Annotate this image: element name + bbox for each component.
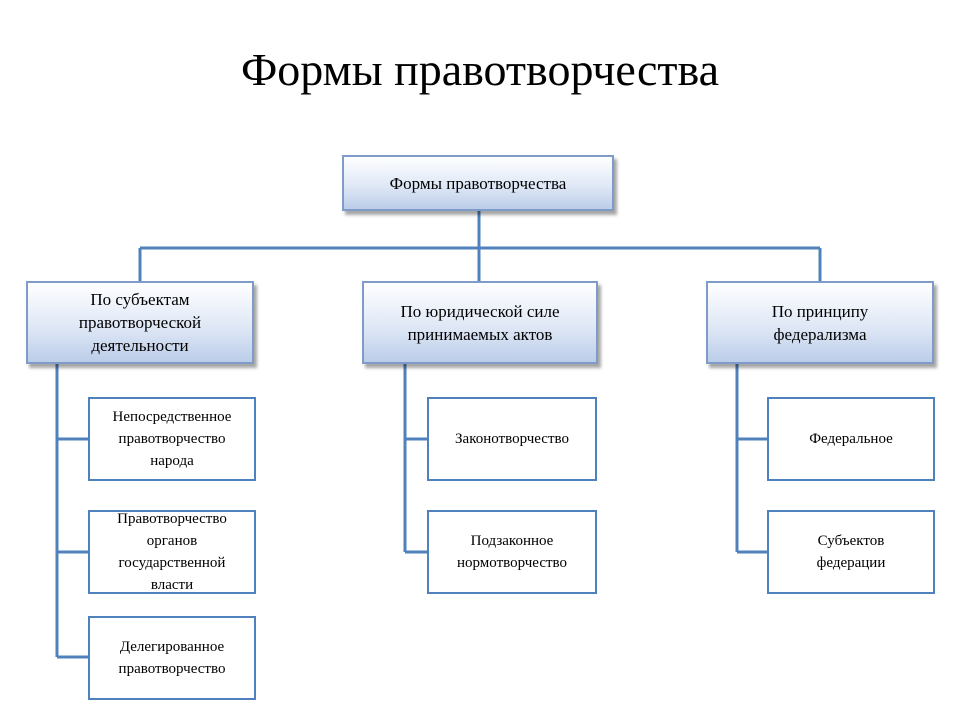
branch-node-federalism: По принципу федерализма (706, 281, 934, 364)
branch-node-subjects: По субъектам правотворческой деятельност… (26, 281, 254, 364)
leaf-node-direct-lawmaking: Непосредственное правотворчество народа (88, 397, 256, 481)
leaf-node-state-bodies: Правотворчество органов государственной … (88, 510, 256, 594)
leaf-node-legislation: Законотворчество (427, 397, 597, 481)
leaf-label: Подзаконное нормотворчество (456, 533, 568, 571)
branch-label: По юридической силе принимаемых актов (400, 301, 560, 344)
leaf-label: Субъектов федерации (816, 533, 886, 571)
slide-title: Формы правотворчества (240, 44, 720, 95)
leaf-node-federation-subjects: Субъектов федерации (767, 510, 935, 594)
branch-label: По субъектам правотворческой деятельност… (78, 290, 202, 355)
leaf-node-bylaw: Подзаконное нормотворчество (427, 510, 597, 594)
branch-node-legal-force: По юридической силе принимаемых актов (362, 281, 598, 364)
leaf-label: Непосредственное правотворчество народа (112, 409, 232, 469)
leaf-node-federal: Федеральное (767, 397, 935, 481)
leaf-label: Законотворчество (455, 431, 569, 447)
leaf-label: Делегированное правотворчество (118, 639, 226, 677)
leaf-node-delegated: Делегированное правотворчество (88, 616, 256, 700)
leaf-label: Правотворчество органов государственной … (117, 511, 227, 593)
root-node: Формы правотворчества (342, 155, 614, 211)
branch-label: По принципу федерализма (771, 301, 869, 344)
leaf-label: Федеральное (809, 431, 893, 447)
root-label: Формы правотворчества (389, 173, 567, 193)
